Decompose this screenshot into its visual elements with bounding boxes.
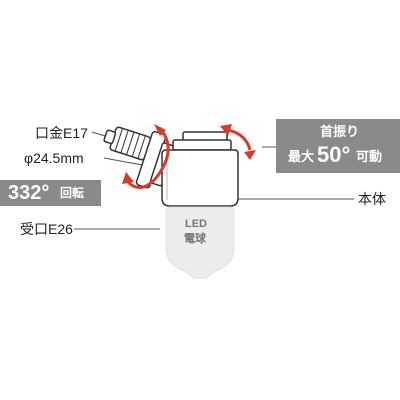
- swivel-badge: 首振り 最大 50° 可動: [276, 119, 400, 173]
- bulb-label-denkyu: 電球: [184, 233, 206, 245]
- body-label: 本体: [358, 191, 386, 207]
- adapter-body: [161, 131, 239, 207]
- diameter-label: φ24.5mm: [24, 150, 84, 166]
- bulb-label-led: LED: [185, 218, 207, 230]
- led-bulb: [165, 206, 235, 279]
- rotation-badge: 332° 回転: [0, 180, 101, 206]
- swivel-suffix: 可動: [356, 149, 383, 164]
- cap-label: 口金E17: [35, 125, 88, 141]
- leader-line-diameter: [103, 157, 149, 167]
- swivel-arrow-icon: [220, 124, 256, 160]
- receptacle-label: 受口E26: [20, 221, 73, 237]
- swivel-title: 首振り: [320, 124, 360, 139]
- rotation-arrow-icon: [122, 124, 170, 189]
- e17-screw-cap: [103, 126, 152, 161]
- rotation-unit: 回転: [60, 186, 85, 200]
- swivel-prefix: 最大: [288, 149, 315, 164]
- rotation-value: 332°: [8, 182, 50, 204]
- swivel-value: 50°: [317, 142, 351, 167]
